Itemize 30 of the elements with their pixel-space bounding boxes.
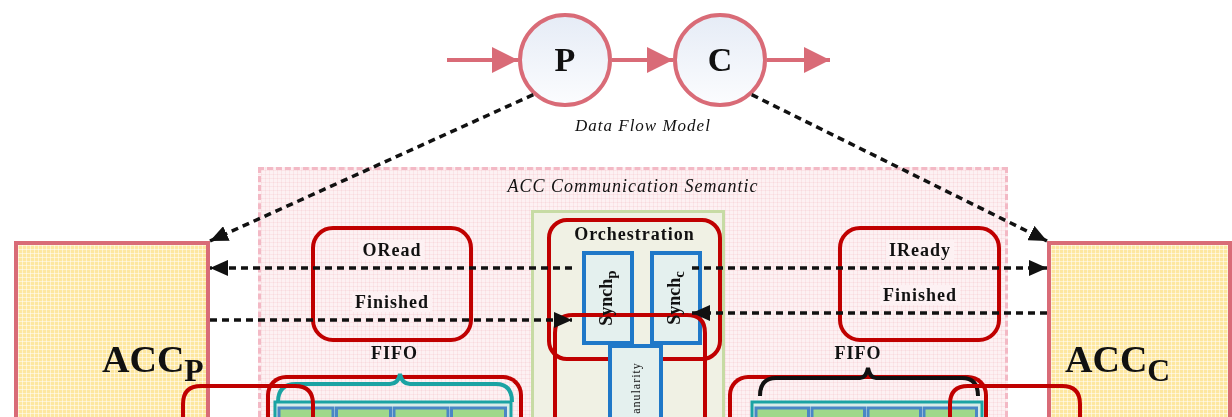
flow-arrow: [612, 47, 673, 73]
accelerator-block: [14, 241, 210, 417]
dashed-arrow: [209, 93, 534, 243]
edge-label: IReady: [886, 239, 954, 260]
panel: [531, 210, 725, 417]
node-label: C: [707, 41, 733, 79]
synch-box: [650, 251, 702, 345]
node-label: P: [554, 41, 576, 79]
caption: Data Flow Model: [575, 116, 711, 136]
node-label: ACC$_{C}$: [1065, 337, 1171, 389]
node-label: FIFO: [371, 343, 418, 364]
flow-arrow: [447, 47, 518, 73]
dashed-arrow: [692, 305, 1047, 321]
edge-label: Finished: [880, 285, 960, 305]
granularity-box: [608, 344, 663, 417]
node-label: anularity: [628, 362, 643, 414]
accelerator-block: [1047, 241, 1232, 417]
node-label: ACC Communication Semantic: [507, 176, 759, 197]
dashed-arrow: [750, 93, 1048, 243]
dashed-arrow: [692, 259, 1047, 276]
flow-arrow: [767, 47, 830, 73]
dashed-arrow: [210, 259, 572, 276]
node-label: Orchestration: [574, 224, 695, 245]
edge-label: Finished: [352, 292, 432, 312]
node-label: FIFO: [834, 343, 882, 364]
node-label: ACC$_{P}$: [102, 337, 204, 389]
orchestration-box: [547, 218, 722, 361]
edge-label: ORead: [359, 239, 425, 260]
dashed-arrow: [210, 311, 572, 328]
synch-box: [582, 251, 634, 345]
